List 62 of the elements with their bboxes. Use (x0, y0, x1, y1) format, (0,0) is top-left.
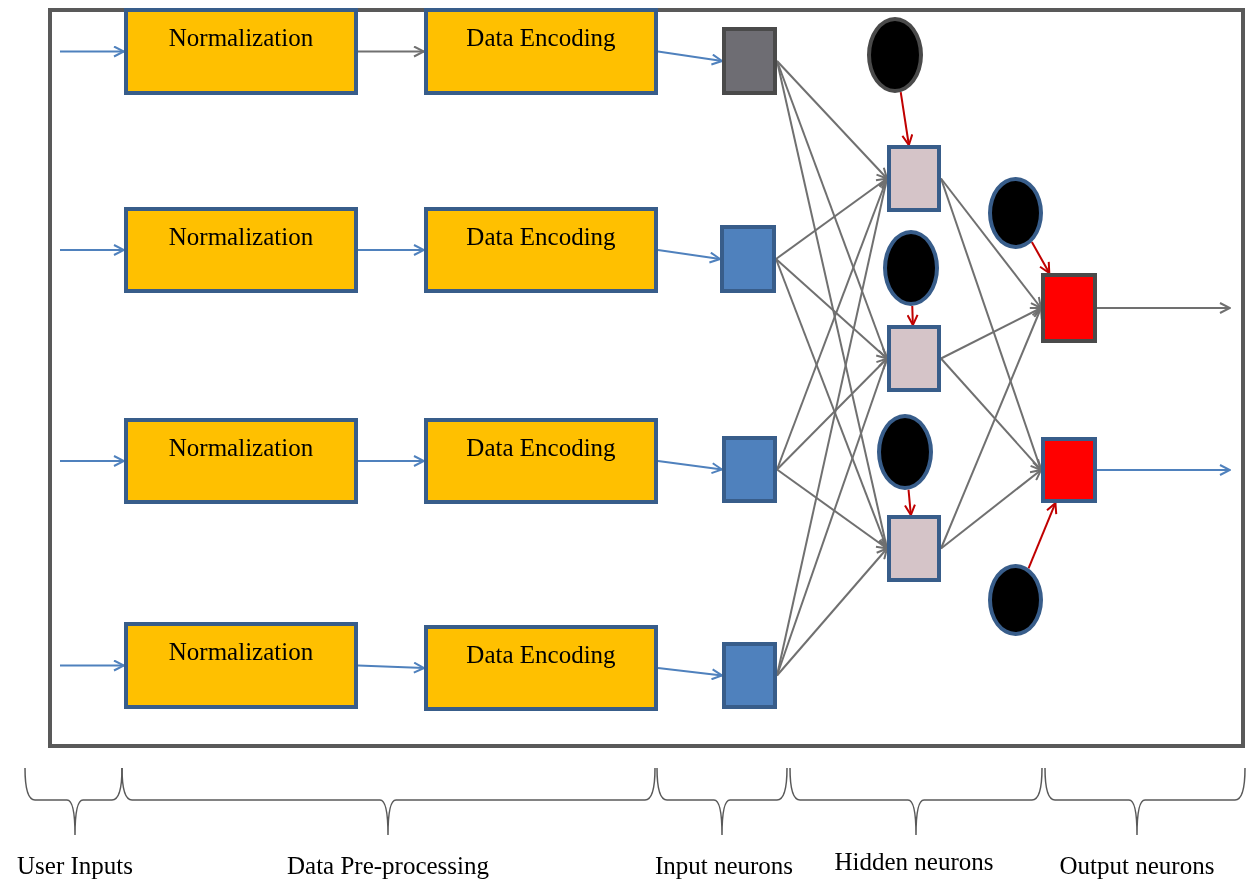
arrow (657, 667, 723, 681)
process-box (124, 418, 358, 504)
input-neuron (720, 225, 776, 293)
section-label: Output neurons (1059, 852, 1215, 880)
process-label: Data Encoding (465, 24, 617, 52)
process-box (124, 622, 358, 709)
process-label: Data Encoding (465, 434, 617, 462)
arrow (1027, 502, 1058, 570)
arrow (903, 488, 916, 516)
arrow (357, 455, 425, 467)
arrow (59, 455, 125, 467)
arrow (940, 177, 1042, 309)
arrow (357, 244, 425, 256)
hidden-neuron (887, 515, 941, 582)
output-neuron (1041, 273, 1097, 343)
arrow (776, 60, 888, 180)
input-neuron (722, 27, 777, 95)
process-label: Normalization (167, 434, 315, 462)
arrow (59, 244, 125, 256)
arrow (657, 249, 721, 264)
arrow (940, 357, 1042, 471)
arrow (776, 468, 888, 550)
bias-neuron (988, 177, 1043, 249)
hidden-neuron (887, 325, 941, 392)
arrow (940, 307, 1042, 360)
arrow (940, 469, 1042, 550)
process-box (424, 625, 658, 711)
arrow (776, 547, 888, 677)
arrow (357, 661, 425, 674)
section-label: User Inputs (17, 852, 133, 880)
arrow (657, 50, 723, 66)
arrow (1096, 464, 1231, 476)
process-label: Normalization (167, 638, 315, 666)
input-neuron (722, 436, 777, 503)
bias-neuron (988, 564, 1043, 636)
arrow (59, 659, 125, 672)
output-neuron (1041, 437, 1097, 503)
process-box (424, 207, 658, 293)
process-label: Normalization (167, 223, 315, 251)
arrow (775, 258, 888, 360)
arrow (59, 45, 125, 58)
section-label: Data Pre-processing (287, 852, 489, 880)
process-box (124, 8, 358, 95)
arrow (657, 460, 723, 475)
arrow (775, 177, 888, 260)
arrow (776, 357, 888, 471)
process-box (124, 207, 358, 293)
process-box (424, 418, 658, 504)
arrow (899, 91, 914, 146)
section-label: Hidden neurons (834, 848, 994, 876)
process-label: Normalization (167, 24, 315, 52)
process-label: Data Encoding (465, 641, 617, 669)
hidden-neuron (887, 145, 941, 212)
section-label: Input neurons (654, 852, 794, 880)
arrow (1030, 241, 1051, 274)
process-label: Data Encoding (465, 223, 617, 251)
input-neuron (722, 642, 777, 709)
process-box (424, 8, 658, 95)
arrow (357, 45, 425, 58)
diagram-frame (48, 8, 1245, 748)
arrow (906, 304, 919, 326)
arrow (1096, 302, 1231, 314)
